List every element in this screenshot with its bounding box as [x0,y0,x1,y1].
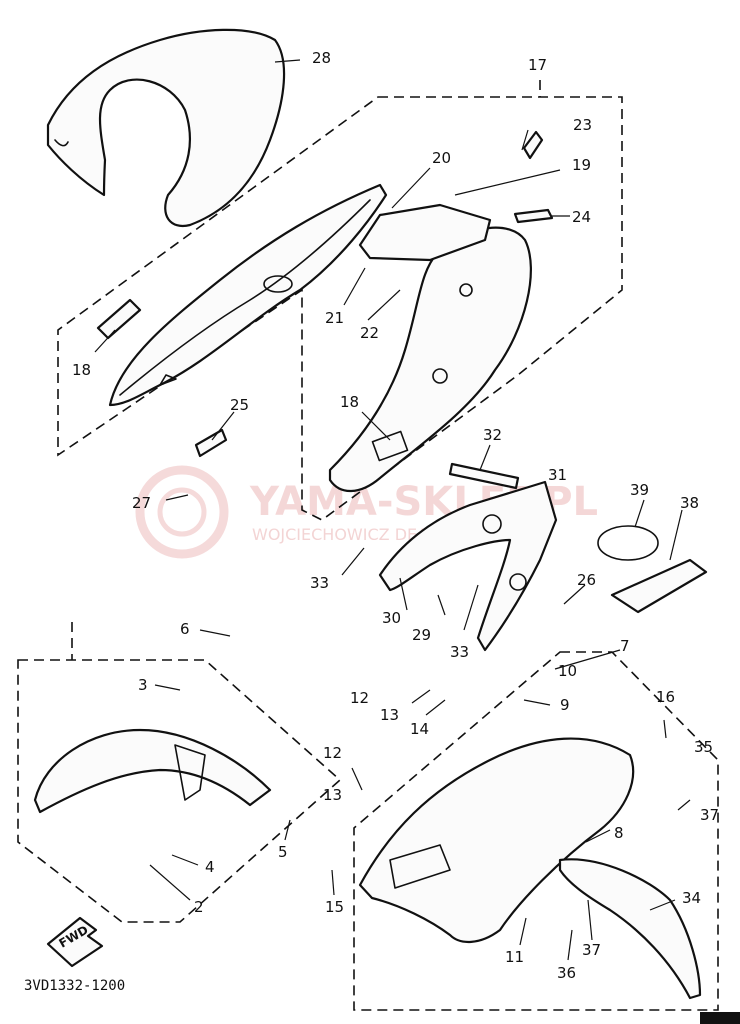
callout-labels: 28 17 23 20 19 24 21 22 18 25 18 27 32 3… [72,49,719,982]
callout-37-top: 37 [700,806,719,824]
diagram-code: 3VD1332-1200 [24,978,125,994]
corner-mark [700,1012,740,1024]
callout-34: 34 [682,889,701,907]
callout-13-bottom: 13 [323,786,342,804]
callout-16: 16 [656,688,675,706]
part-rear-bracket [378,480,558,652]
callout-3: 3 [138,676,148,694]
part-rear-fender [358,737,702,1000]
callout-33-left: 33 [310,574,329,592]
callout-26: 26 [577,571,596,589]
callout-12-top: 12 [350,689,369,707]
part-band [597,525,659,561]
callout-27: 27 [132,494,151,512]
callout-6: 6 [180,620,190,638]
callout-29: 29 [412,626,431,644]
callout-17: 17 [528,56,547,74]
callout-15: 15 [325,898,344,916]
part-tail-cover [610,558,708,614]
callout-33-right: 33 [450,643,469,661]
callout-7: 7 [620,637,630,655]
callout-22: 22 [360,324,379,342]
callout-31: 31 [548,466,567,484]
callout-32: 32 [483,426,502,444]
callout-30: 30 [382,609,401,627]
callout-35: 35 [694,738,713,756]
callout-9: 9 [560,696,570,714]
part-seat [46,28,286,228]
callout-18-left: 18 [72,361,91,379]
callout-20: 20 [432,149,451,167]
watermark-logo [135,465,229,559]
callout-10: 10 [558,662,577,680]
part-front-fender [33,728,272,814]
callout-14: 14 [410,720,429,738]
leader-lines [94,59,691,961]
callout-11: 11 [505,948,524,966]
callout-21: 21 [325,309,344,327]
callout-25: 25 [230,396,249,414]
callout-37-bottom: 37 [582,941,601,959]
group-outline-front-fender [17,659,342,923]
callout-36: 36 [557,964,576,982]
callout-18-right: 18 [340,393,359,411]
fwd-arrow: FWD [46,916,104,968]
callout-24: 24 [572,208,591,226]
callout-38: 38 [680,494,699,512]
callout-28: 28 [312,49,331,67]
part-right-side-cover [328,203,532,493]
part-left-side-cover [108,183,388,407]
callout-13-top: 13 [380,706,399,724]
callout-39: 39 [630,481,649,499]
callout-19: 19 [572,156,591,174]
callout-4: 4 [205,858,215,876]
callout-8: 8 [614,824,624,842]
part-decals [96,130,554,490]
callout-23: 23 [573,116,592,134]
callout-12-bottom: 12 [323,744,342,762]
group-outline-side-covers [57,96,623,521]
callout-2: 2 [194,898,204,916]
callout-5: 5 [278,843,288,861]
